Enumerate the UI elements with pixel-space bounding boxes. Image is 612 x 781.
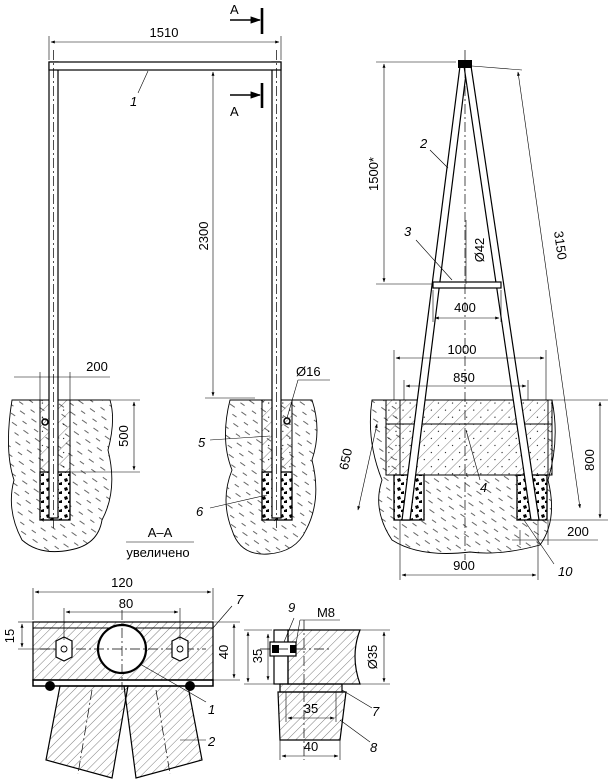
section-note: увеличено (126, 545, 189, 560)
front-crossbar (48, 61, 282, 71)
detail-side: 35 Ø35 M8 9 35 40 7 8 (244, 600, 390, 760)
front-view: 1510 2300 500 200 Ø16 А А 1 5 6 А–А увел… (8, 2, 330, 560)
dim-side-depth: 800 (582, 449, 597, 471)
dim-detail-outer-width: 40 (304, 739, 318, 754)
dim-detail-bolt: M8 (317, 605, 335, 620)
dim-detail-width: 120 (111, 575, 133, 590)
detail-nut-right (171, 636, 189, 662)
dim-front-height: 2300 (196, 222, 211, 251)
section-title: А–А (148, 525, 173, 540)
dim-side-bottom-width: 900 (453, 558, 475, 573)
callout-1-front: 1 (130, 94, 137, 109)
side-brace (432, 281, 502, 289)
detail-clamp-base (32, 679, 214, 687)
detail-side-strap (279, 683, 343, 693)
dim-side-length-line (517, 71, 581, 509)
detail-rivet-right (185, 681, 195, 691)
section-marker-bottom: А (230, 104, 239, 119)
detail-leg-left (45, 685, 129, 779)
callout-6: 6 (196, 504, 204, 519)
dim-detail-inner-width: 35 (304, 701, 318, 716)
dim-front-offset: 200 (86, 359, 108, 374)
dim-side-offset: 200 (567, 524, 589, 539)
callout-4: 4 (480, 480, 487, 495)
section-marker-top: А (230, 2, 239, 17)
callout-8: 8 (370, 740, 378, 755)
dim-side-slope-line (357, 423, 378, 511)
dim-detail-side-height: 35 (250, 649, 265, 663)
dim-detail-diameter: Ø35 (365, 645, 380, 670)
callout-2-detail: 2 (207, 734, 216, 749)
detail-front: 120 80 15 40 7 1 2 (2, 575, 244, 779)
callout-3: 3 (404, 224, 412, 239)
detail-nut-left (55, 636, 73, 662)
dim-detail-bolt-spacing: 80 (119, 596, 133, 611)
callout-7-front: 7 (236, 592, 244, 607)
dim-side-slope: 650 (336, 447, 355, 471)
detail-rivet-left (45, 681, 55, 691)
dim-side-diameter: Ø42 (472, 238, 487, 263)
dim-front-width: 1510 (150, 25, 179, 40)
callout-5: 5 (198, 435, 206, 450)
dim-side-top-width: 1000 (448, 342, 477, 357)
callout-7-side: 7 (372, 704, 380, 719)
dim-side-brace: 400 (454, 300, 476, 315)
side-view: 1500* 3150 Ø42 400 1000 850 800 650 900 … (336, 50, 608, 580)
detail-side-tube (287, 629, 361, 685)
callout-2-side: 2 (419, 136, 428, 151)
dim-front-diameter: Ø16 (296, 364, 321, 379)
dim-front-depth: 500 (116, 425, 131, 447)
front-rod-left (41, 418, 49, 426)
callout-1-detail: 1 (208, 702, 215, 717)
dim-side-block-width: 850 (453, 370, 475, 385)
dim-detail-height: 40 (216, 645, 231, 659)
dim-side-height: 1500* (366, 157, 381, 191)
callout-9: 9 (288, 600, 295, 615)
dim-side-length: 3150 (551, 230, 570, 261)
dim-detail-edge: 15 (2, 629, 17, 643)
callout-10: 10 (558, 564, 573, 579)
